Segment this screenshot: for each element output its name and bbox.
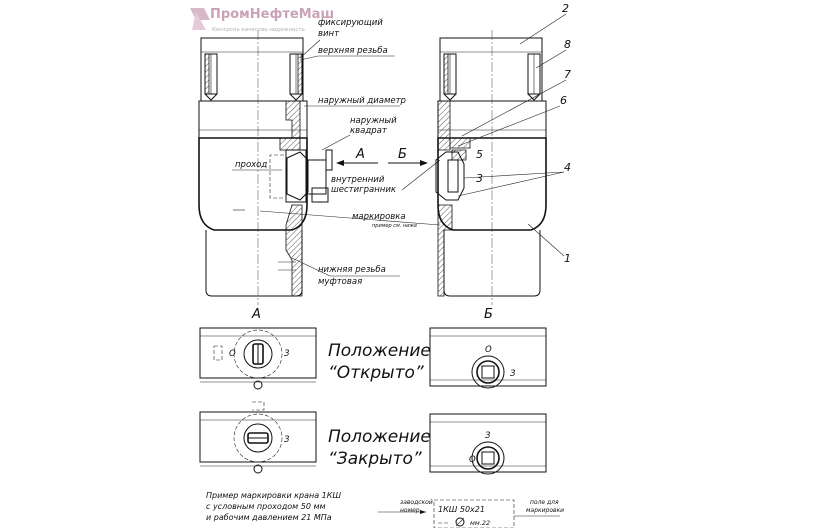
part-number-6: 6 — [560, 94, 567, 107]
part-number-callouts: 2 8 7 6 5 3 4 1 — [457, 2, 571, 265]
callout-outer-diameter: наружный диаметр — [318, 96, 406, 106]
example-field-1: поле для — [530, 499, 559, 506]
example-line-3: и рабочим давлением 21 МПа — [206, 513, 332, 522]
example-factory-1: заводской — [400, 499, 433, 506]
callout-lower-thread-1: нижняя резьба — [318, 265, 386, 275]
closed-position-title-1: Положение — [328, 427, 431, 447]
callout-marking-example: пример см. ниже — [372, 223, 417, 229]
view-b-label: Б — [484, 307, 493, 322]
part-number-8: 8 — [564, 38, 571, 51]
view-b-open: О З — [429, 327, 547, 389]
right-valve-view — [435, 30, 547, 305]
example-field-2: маркировки — [526, 507, 564, 514]
example-sub: мм.22 — [470, 519, 490, 527]
right-screw-right — [527, 53, 541, 101]
callout-outer-square-2: квадрат — [350, 126, 388, 136]
marking-example: Пример маркировки крана 1КШ с условным п… — [206, 491, 564, 528]
left-valve-view — [198, 30, 333, 305]
open-b-mark-o: О — [485, 345, 492, 355]
part-number-1: 1 — [564, 252, 571, 265]
callout-fix-screw-2: винт — [318, 29, 340, 39]
callout-passage: проход — [235, 160, 267, 170]
callout-inner-hex-2: шестигранник — [331, 185, 397, 195]
callout-fix-screw-1: фиксирующий — [318, 18, 383, 28]
logo-icon — [190, 8, 210, 30]
open-position-title-2: “Открыто” — [328, 363, 424, 383]
example-code: 1КШ 50х21 — [438, 505, 485, 514]
closed-b-mark-o: О — [469, 455, 476, 465]
open-a-mark-z: З — [284, 349, 290, 359]
right-screw-left — [443, 53, 457, 101]
part-number-5: 5 — [476, 148, 483, 161]
callout-outer-square-1: наружный — [350, 116, 397, 126]
fixing-screw-right — [289, 53, 303, 101]
direction-arrows: А Б — [336, 147, 428, 166]
open-position-title-1: Положение — [328, 341, 431, 361]
callout-marking: маркировка — [352, 212, 406, 222]
logo: ПромНефтеМаш Контроль качество надежност… — [190, 7, 334, 33]
example-factory-2: номер — [400, 507, 420, 514]
callout-upper-thread: верхняя резьба — [318, 46, 388, 56]
open-b-mark-z: З — [510, 369, 516, 379]
arrow-a-label: А — [355, 147, 365, 162]
closed-position-title-2: “Закрыто” — [328, 449, 422, 469]
part-number-7: 7 — [564, 68, 571, 81]
open-a-mark-o: О — [229, 349, 236, 359]
arrow-b-label: Б — [398, 147, 407, 162]
example-line-2: с условным проходом 50 мм — [206, 502, 326, 511]
callout-inner-hex-1: внутренний — [331, 175, 385, 185]
callout-lower-thread-2: муфтовая — [318, 277, 362, 287]
view-b-closed: О З — [429, 413, 547, 475]
closed-a-mark-z: З — [284, 435, 290, 445]
part-number-3: 3 — [476, 172, 483, 185]
fixing-screw-left — [204, 53, 218, 101]
part-number-2: 2 — [562, 2, 569, 15]
logo-name: ПромНефтеМаш — [210, 7, 334, 22]
example-line-1: Пример маркировки крана 1КШ — [206, 491, 341, 500]
logo-tagline: Контроль качество надежность — [212, 27, 305, 33]
left-callouts: фиксирующий винт верхняя резьба наружный… — [232, 18, 441, 287]
view-a-closed: З — [199, 401, 317, 474]
closed-b-mark-z: З — [485, 431, 491, 441]
view-a-label: А — [251, 307, 261, 322]
part-number-4: 4 — [564, 161, 571, 174]
view-a-open: О З — [199, 327, 317, 390]
